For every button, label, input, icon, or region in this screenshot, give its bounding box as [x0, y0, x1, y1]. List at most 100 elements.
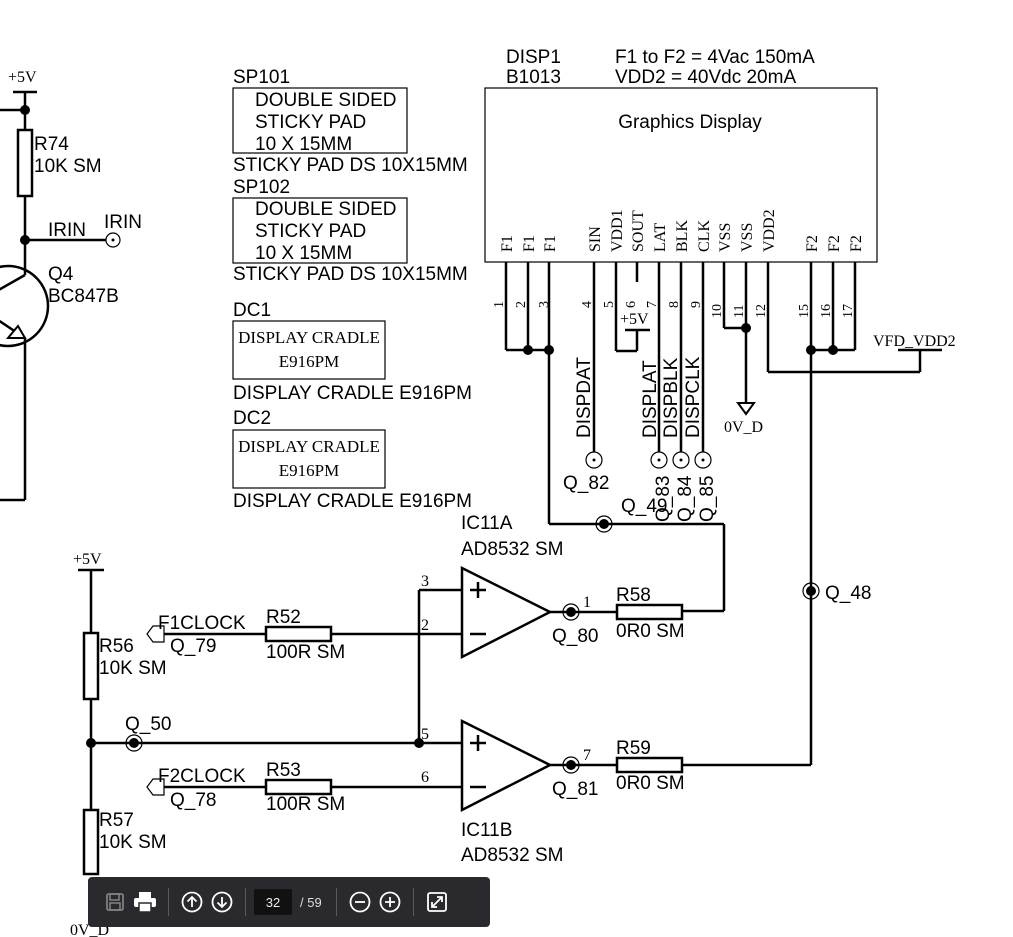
display-pin-name: F1: [499, 235, 516, 252]
display-pin-name: SOUT: [630, 210, 647, 252]
r57-ref: R57: [99, 810, 134, 831]
display-pin-number: 12: [754, 304, 769, 318]
q79-label: Q_79: [170, 636, 216, 657]
dc2-ref: DC2: [233, 408, 271, 429]
dc2-line: DISPLAY CRADLE: [238, 437, 380, 456]
q78-label: Q_78: [170, 790, 216, 811]
dc2-box: [232, 429, 386, 489]
q50-test-point: [125, 734, 143, 752]
vcc-top-label: +5V: [8, 69, 37, 86]
q83-port-icon: [650, 451, 668, 469]
save-button[interactable]: [100, 887, 130, 917]
sp101-line: DOUBLE SIDED: [255, 90, 396, 111]
resistor-r56: [82, 631, 100, 701]
r57-value: 10K SM: [99, 832, 167, 853]
dc1-line: E916PM: [279, 352, 339, 371]
r74-ref: R74: [34, 134, 69, 155]
dc2-line: E916PM: [279, 461, 339, 480]
sp101-ref: SP101: [233, 67, 290, 88]
arrow-down-circle-icon: [211, 891, 233, 913]
next-page-button[interactable]: [207, 887, 237, 917]
r52-ref: R52: [266, 607, 301, 628]
q4-ref: Q4: [48, 264, 74, 285]
q81-label: Q_81: [552, 779, 598, 800]
dc1-line: DISPLAY CRADLE: [238, 328, 380, 347]
display-pin-name: VSS: [739, 223, 756, 252]
r74-value: 10K SM: [34, 156, 102, 177]
dc1-box: [232, 320, 386, 380]
zoom-in-button[interactable]: [375, 887, 405, 917]
toolbar-separator: [245, 888, 246, 916]
display-pin-number: 2: [514, 301, 529, 308]
dispdat-net-label: DISPDAT: [574, 357, 595, 438]
display-pin-number: 1: [492, 301, 507, 308]
display-pin-number: 11: [732, 305, 747, 318]
display-pin-number: 5: [602, 301, 617, 308]
f1clock-label: F1CLOCK: [158, 613, 246, 634]
previous-page-button[interactable]: [177, 887, 207, 917]
dc1-ref: DC1: [233, 300, 271, 321]
junction-dot: [806, 345, 816, 355]
vss-wiring: [722, 262, 756, 416]
print-button[interactable]: [130, 887, 160, 917]
toolbar-separator: [412, 888, 414, 916]
vdd2-wiring: [766, 262, 942, 374]
dc2-desc: DISPLAY CRADLE E916PM: [233, 491, 472, 512]
junction-dot: [523, 345, 533, 355]
junction-dot: [544, 345, 554, 355]
display-pin-name: BLK: [674, 220, 691, 252]
arrow-up-circle-icon: [181, 891, 203, 913]
vfd-vdd2-label: VFD_VDD2: [873, 333, 956, 350]
display-pin-name: SIN: [587, 226, 604, 252]
ic11b-ref: IC11B: [461, 820, 512, 841]
sp102-desc: STICKY PAD DS 10X15MM: [233, 264, 468, 285]
page-total: / 59: [300, 894, 322, 910]
display-pin-number: 9: [689, 301, 704, 308]
display-pin-name: F2: [804, 235, 821, 252]
q85-label: Q_85: [697, 476, 718, 522]
zoom-out-button[interactable]: [345, 887, 375, 917]
junction-dot: [741, 323, 751, 333]
pdf-toolbar: 32 / 59: [88, 877, 490, 927]
r53-ref: R53: [266, 760, 301, 781]
display-pin-name: VDD1: [609, 209, 626, 252]
sp102-line: STICKY PAD: [255, 221, 366, 242]
resistor-r59: [615, 756, 684, 774]
r59-value: 0R0 SM: [616, 773, 685, 794]
toolbar-separator: [335, 888, 337, 916]
display-pin-name: VSS: [717, 223, 734, 252]
dispblk-net-label: DISPBLK: [661, 357, 682, 438]
transistor-q4: [0, 262, 50, 502]
ic11a-value: AD8532 SM: [461, 539, 563, 560]
sp101-line: 10 X 15MM: [255, 134, 352, 155]
zoom-in-icon: [379, 891, 401, 913]
q80-label: Q_80: [552, 626, 598, 647]
q48-label: Q_48: [825, 583, 871, 604]
page-number-input[interactable]: 32: [254, 889, 292, 915]
display-pin-number: 3: [537, 301, 552, 308]
vcc-disp-label: +5V: [620, 311, 649, 328]
sp101-line: STICKY PAD: [255, 112, 366, 133]
ic11b-pin-plus: 5: [421, 726, 429, 743]
display-pin-name: F1: [521, 235, 538, 252]
disp1-value: B1013: [506, 67, 561, 88]
opamp-ic11a: [460, 565, 553, 660]
toolbar-separator: [168, 888, 169, 916]
q83-label: Q_83: [653, 476, 674, 522]
resistor-r57: [82, 808, 100, 876]
f2clock-label: F2CLOCK: [158, 766, 246, 787]
display-title: Graphics Display: [618, 112, 762, 133]
display-pin-number: 8: [667, 301, 682, 308]
opamp-ic11b: [460, 718, 553, 813]
display-pin-number: 16: [819, 304, 834, 318]
resistor-r58: [615, 603, 684, 621]
display-pin-number: 4: [580, 301, 595, 308]
ic11b-value: AD8532 SM: [461, 845, 563, 866]
q4-value: BC847B: [48, 286, 119, 307]
ic11b-pin-minus: 6: [421, 769, 429, 786]
dc1-desc: DISPLAY CRADLE E916PM: [233, 383, 472, 404]
vcc-left-label: +5V: [73, 551, 102, 568]
q49-label: Q_49: [621, 496, 667, 517]
fit-page-button[interactable]: [422, 887, 452, 917]
q49-test-point: [595, 515, 613, 533]
